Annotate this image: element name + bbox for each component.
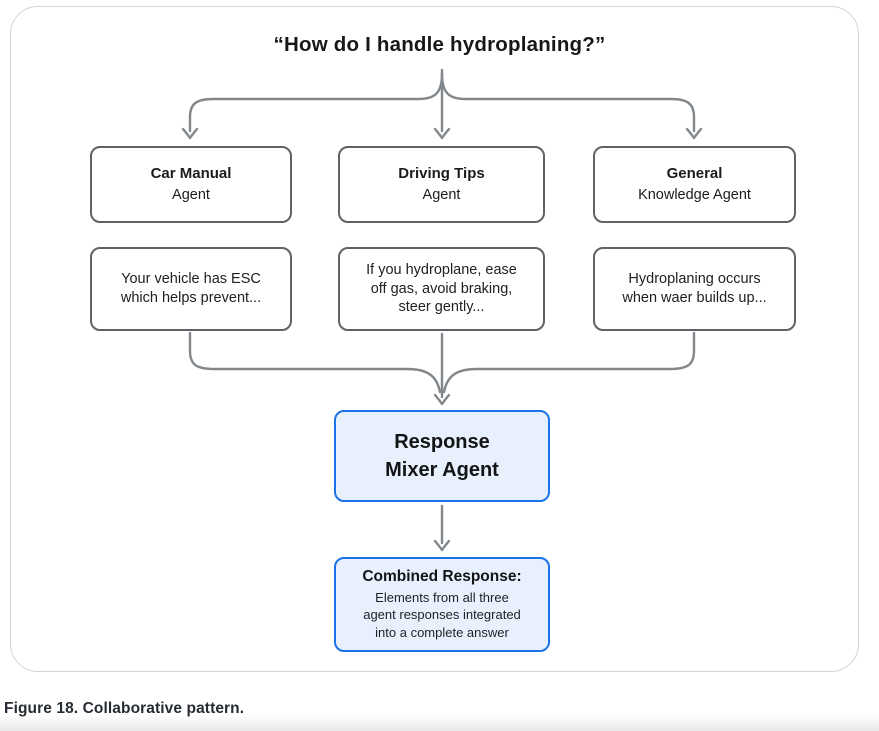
agent-name-line2: Knowledge Agent <box>638 186 751 203</box>
agent-box-car-manual: Car Manual Agent <box>90 146 292 223</box>
agent-box-driving-tips: Driving Tips Agent <box>338 146 545 223</box>
figure-caption: Figure 18. Collaborative pattern. <box>4 700 245 717</box>
agent-name: Car Manual <box>150 165 232 183</box>
agent-name: General <box>666 165 723 183</box>
combined-response-box: Combined Response: Elements from all thr… <box>334 557 550 652</box>
agent-name-line2: Agent <box>422 186 461 203</box>
response-box-general-knowledge: Hydroplaning occurs when waer builds up.… <box>593 247 796 331</box>
user-query: “How do I handle hydroplaning?” <box>273 33 606 56</box>
mixer-label: Response Mixer Agent <box>385 431 499 481</box>
agent-box-general-knowledge: General Knowledge Agent <box>593 146 796 223</box>
response-text: Hydroplaning occurs when waer builds up.… <box>622 271 767 306</box>
page-section-divider <box>0 715 879 731</box>
agent-name-line2: Agent <box>172 186 210 203</box>
agent-name: Driving Tips <box>398 165 485 183</box>
response-text: Your vehicle has ESC which helps prevent… <box>120 271 262 306</box>
combined-response-title: Combined Response: <box>362 568 522 586</box>
response-box-driving-tips: If you hydroplane, ease off gas, avoid b… <box>338 247 545 331</box>
response-text: If you hydroplane, ease off gas, avoid b… <box>366 261 517 316</box>
combined-response-body: Elements from all three agent responses … <box>363 590 521 640</box>
response-box-car-manual: Your vehicle has ESC which helps prevent… <box>90 247 292 331</box>
response-mixer-agent-box: Response Mixer Agent <box>334 410 550 502</box>
